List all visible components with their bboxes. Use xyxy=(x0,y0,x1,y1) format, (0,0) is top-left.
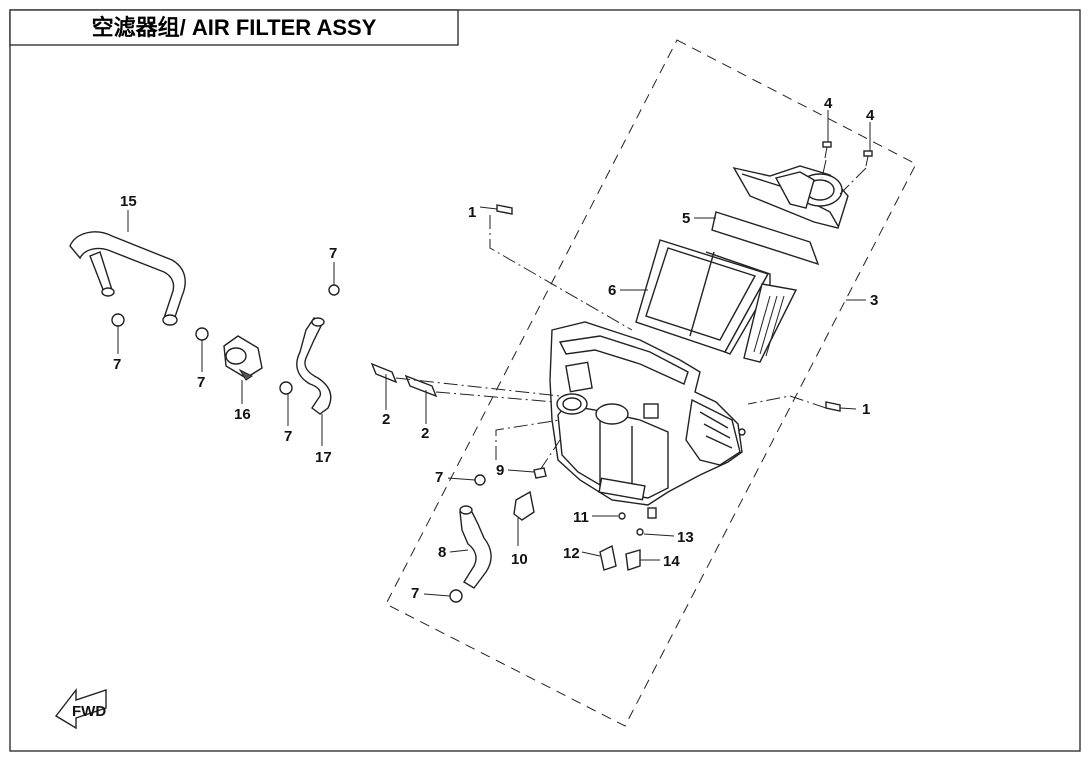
svg-text:1: 1 xyxy=(468,204,476,221)
intake-cover xyxy=(732,165,849,229)
svg-text:16: 16 xyxy=(234,406,251,423)
callout-1a: 1 xyxy=(468,204,476,221)
svg-text:2: 2 xyxy=(382,411,390,428)
drain-hose-8 xyxy=(459,505,492,589)
forward-arrow-icon: FWD xyxy=(54,687,107,730)
lid-gasket xyxy=(711,211,820,266)
svg-text:3: 3 xyxy=(870,292,878,309)
callout-16: 16 xyxy=(234,380,251,423)
cover-bolt-b xyxy=(863,150,873,167)
svg-text:9: 9 xyxy=(496,462,504,479)
svg-text:17: 17 xyxy=(315,449,332,466)
callout-15: 15 xyxy=(120,193,137,232)
callout-2b: 2 xyxy=(421,390,429,442)
callout-3: 3 xyxy=(846,292,878,309)
svg-text:10: 10 xyxy=(511,551,528,568)
svg-text:2: 2 xyxy=(421,425,429,442)
svg-text:13: 13 xyxy=(677,529,694,546)
svg-text:7: 7 xyxy=(284,428,292,445)
callout-7b: 7 xyxy=(197,340,205,391)
svg-text:8: 8 xyxy=(438,544,446,561)
callout-10: 10 xyxy=(511,518,528,568)
svg-text:4: 4 xyxy=(824,95,833,112)
callout-7c: 7 xyxy=(284,394,292,445)
callout-1b: 1 xyxy=(862,401,870,418)
clip-b xyxy=(404,374,438,398)
svg-text:FWD: FWD xyxy=(72,703,106,720)
svg-text:7: 7 xyxy=(197,374,205,391)
svg-text:5: 5 xyxy=(682,210,690,227)
callout-13: 13 xyxy=(643,529,694,546)
svg-text:7: 7 xyxy=(411,585,419,602)
svg-text:12: 12 xyxy=(563,545,580,562)
svg-text:6: 6 xyxy=(608,282,616,299)
svg-text:14: 14 xyxy=(663,553,680,570)
svg-text:11: 11 xyxy=(573,509,589,526)
breather-hose-15 xyxy=(69,231,186,326)
svg-text:7: 7 xyxy=(435,469,443,486)
svg-text:4: 4 xyxy=(866,107,875,124)
callout-7a: 7 xyxy=(113,326,121,373)
housing-bolt-left xyxy=(479,204,513,215)
callout-6: 6 xyxy=(608,282,648,299)
callout-14: 14 xyxy=(640,553,680,570)
air-box-housing xyxy=(549,321,746,506)
svg-text:15: 15 xyxy=(120,193,137,210)
callout-7e: 7 xyxy=(435,469,476,486)
small-fittings xyxy=(513,467,657,571)
filter-element xyxy=(635,239,798,363)
clip-a xyxy=(370,362,398,384)
callout-9: 9 xyxy=(496,462,535,479)
hose-17 xyxy=(296,316,332,415)
assembly-boundary xyxy=(385,39,917,727)
svg-text:1: 1 xyxy=(862,401,870,418)
callout-4a: 4 xyxy=(824,95,833,142)
title-block: 空滤器组/ AIR FILTER ASSY xyxy=(9,9,459,46)
drawing-border xyxy=(9,9,1081,752)
housing-bolt-right xyxy=(825,401,857,412)
hose-clamps xyxy=(111,284,486,603)
callout-17: 17 xyxy=(315,414,332,466)
callout-11: 11 xyxy=(573,509,618,526)
callout-8: 8 xyxy=(438,544,469,561)
callout-7d: 7 xyxy=(329,245,337,285)
callout-12: 12 xyxy=(563,545,601,562)
svg-text:7: 7 xyxy=(113,356,121,373)
callout-4b: 4 xyxy=(866,107,875,151)
callout-7f: 7 xyxy=(411,585,451,602)
check-valve-16 xyxy=(223,335,263,381)
callout-5: 5 xyxy=(682,210,716,227)
cover-bolt-a xyxy=(822,141,832,159)
svg-text:7: 7 xyxy=(329,245,337,262)
callout-2a: 2 xyxy=(382,374,390,428)
diagram-title: 空滤器组/ AIR FILTER ASSY xyxy=(92,15,377,40)
